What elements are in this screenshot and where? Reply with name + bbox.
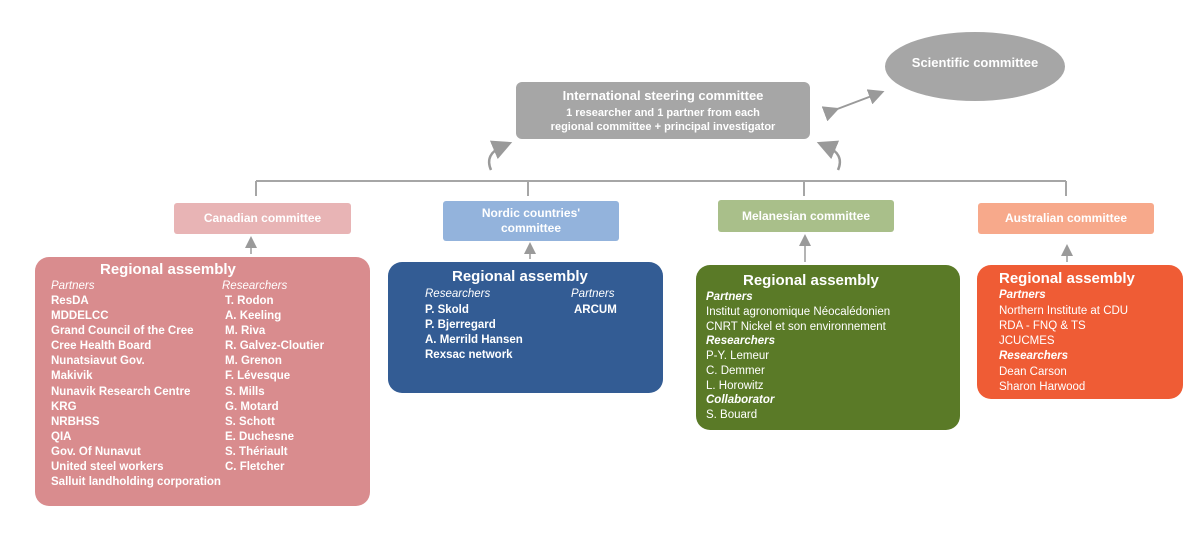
list-item: Dean Carson: [999, 366, 1067, 378]
melanesian-assembly: Regional assembly Partners Institut agro…: [696, 265, 960, 430]
list-item: A. Merrild Hansen: [425, 334, 523, 347]
australian-committee: Australian committee: [978, 203, 1154, 234]
list-item: T. Rodon: [225, 295, 274, 307]
list-item: Grand Council of the Cree: [51, 325, 194, 338]
researchers-header: Researchers: [999, 350, 1069, 362]
list-item: United steel workers: [51, 461, 164, 474]
canadian-researchers-list: T. Rodon A. Keeling M. Riva R. Galvez-Cl…: [225, 294, 324, 475]
list-item: ResDA: [51, 295, 89, 307]
researchers-header: Researchers: [425, 288, 491, 300]
list-item: Makivik: [51, 370, 93, 383]
list-item: G. Motard: [225, 400, 279, 413]
researchers-header: Researchers: [222, 280, 288, 292]
canadian-committee-label: Canadian committee: [203, 211, 322, 225]
list-item: E. Duchesne: [225, 430, 295, 443]
list-item: Rexsac network: [425, 349, 513, 362]
list-item: Sharon Harwood: [999, 381, 1086, 394]
partners-header: Partners: [706, 291, 753, 303]
curved-arrow-left: [487, 140, 513, 171]
list-item: C. Demmer: [706, 365, 765, 378]
list-item: F. Lévesque: [225, 370, 291, 383]
list-item: CNRT Nickel et son environnement: [706, 321, 886, 334]
list-item: Cree Health Board: [51, 340, 152, 353]
double-arrow-scientific: [821, 89, 885, 122]
list-item: S. Thériault: [225, 445, 288, 458]
steering-title: International steering committee: [562, 88, 764, 103]
steering-line2: regional committee + principal investiga…: [550, 121, 776, 133]
list-item: R. Galvez-Cloutier: [225, 340, 325, 353]
list-item: QIA: [51, 430, 72, 443]
list-item: MDDELCC: [51, 310, 109, 323]
partners-header: Partners: [571, 288, 615, 300]
list-item: M. Grenon: [225, 355, 282, 368]
list-item: Salluit landholding corporation: [51, 476, 221, 489]
canadian-committee: Canadian committee: [174, 203, 351, 234]
list-item: P. Bjerregard: [425, 319, 496, 332]
list-item: L. Horowitz: [706, 380, 764, 393]
partners-header: Partners: [999, 289, 1046, 301]
scientific-label: Scientific committee: [911, 55, 1039, 70]
nordic-partners-list: ARCUM: [574, 303, 617, 318]
nordic-assembly: Regional assembly Researchers Partners P…: [388, 262, 663, 393]
list-item: Institut agronomique Néocalédonien: [706, 306, 891, 318]
australian-partners-list: Northern Institute at CDU RDA - FNQ & TS…: [999, 304, 1128, 349]
list-item: M. Riva: [225, 325, 266, 338]
scientific-committee-ellipse: Scientific committee: [885, 32, 1065, 101]
list-item: KRG: [51, 400, 77, 413]
nordic-researchers-list: P. Skold P. Bjerregard A. Merrild Hansen…: [425, 303, 523, 363]
curved-arrow-right: [816, 140, 842, 171]
list-item: NRBHSS: [51, 415, 100, 428]
list-item: P-Y. Lemeur: [706, 350, 770, 362]
melanesian-researchers-list: P-Y. Lemeur C. Demmer L. Horowitz: [706, 349, 769, 394]
melanesian-partners-list: Institut agronomique Néocalédonien CNRT …: [706, 305, 890, 335]
melanesian-committee-label: Melanesian committee: [741, 208, 871, 223]
steering-committee-box: International steering committee 1 resea…: [516, 82, 810, 139]
list-item: C. Fletcher: [225, 461, 285, 474]
list-item: Nunatsiavut Gov.: [51, 355, 145, 368]
researchers-header: Researchers: [706, 335, 776, 347]
assembly-title: Regional assembly: [743, 272, 879, 289]
list-item: Gov. Of Nunavut: [51, 445, 141, 458]
melanesian-collaborators-list: S. Bouard: [706, 408, 757, 423]
australian-researchers-list: Dean Carson Sharon Harwood: [999, 365, 1085, 395]
list-item: S. Schott: [225, 415, 275, 428]
assembly-title: Regional assembly: [452, 268, 588, 285]
collaborator-header: Collaborator: [706, 394, 775, 406]
australian-assembly: Regional assembly Partners Northern Inst…: [977, 265, 1183, 399]
list-item: JCUCMES: [999, 335, 1055, 348]
list-item: S. Bouard: [706, 409, 758, 421]
partners-header: Partners: [51, 280, 95, 292]
australian-committee-label: Australian committee: [1004, 211, 1128, 225]
nordic-committee-label-2: committee: [500, 221, 562, 235]
list-item: P. Skold: [425, 304, 469, 316]
steering-line1: 1 researcher and 1 partner from each: [566, 107, 760, 119]
melanesian-committee: Melanesian committee: [718, 200, 894, 232]
canadian-assembly: Regional assembly Partners Researchers R…: [35, 257, 370, 506]
list-item: A. Keeling: [225, 310, 282, 323]
assembly-title: Regional assembly: [999, 270, 1135, 287]
list-item: Northern Institute at CDU: [999, 305, 1129, 317]
nordic-committee: Nordic countries' committee: [443, 201, 619, 241]
canadian-partners-list: ResDA MDDELCC Grand Council of the Cree …: [51, 294, 221, 490]
list-item: Nunavik Research Centre: [51, 385, 191, 398]
nordic-committee-label-1: Nordic countries': [481, 206, 581, 220]
list-item: ARCUM: [574, 304, 617, 316]
assembly-title: Regional assembly: [100, 261, 236, 278]
list-item: S. Mills: [225, 385, 265, 398]
list-item: RDA - FNQ & TS: [999, 320, 1086, 333]
